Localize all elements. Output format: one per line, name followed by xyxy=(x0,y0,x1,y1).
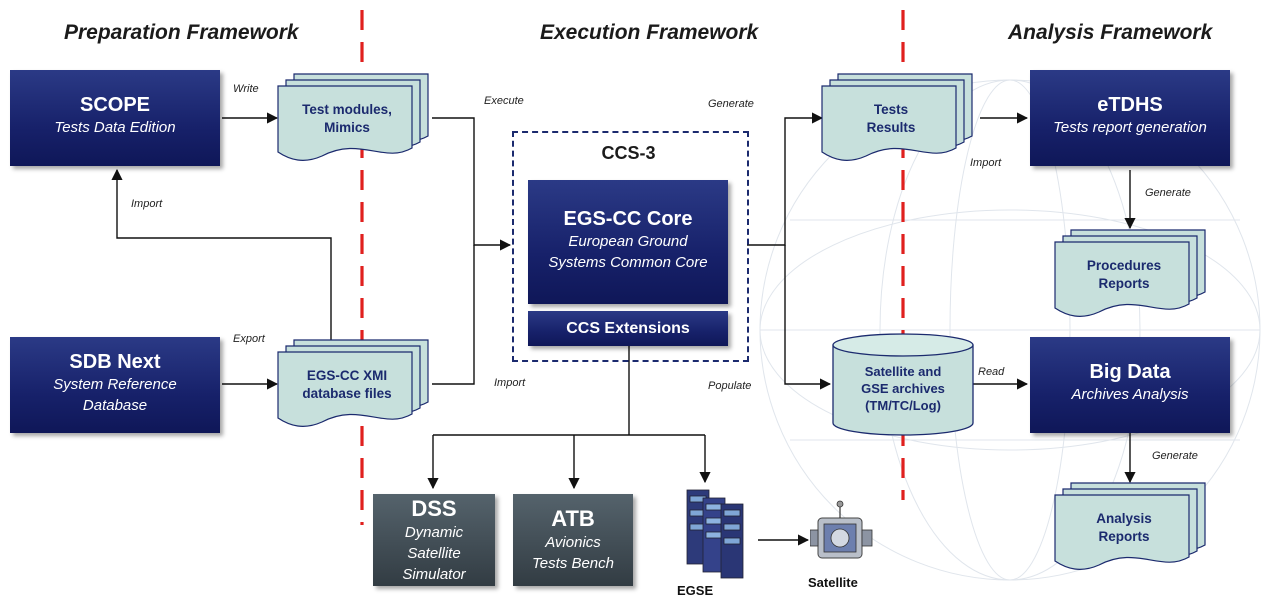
etdhs-subtitle: Tests report generation xyxy=(1053,119,1207,136)
analysis-reports-line-2: Reports xyxy=(1098,529,1150,544)
dss-title: DSS xyxy=(411,496,457,521)
dss-box: DSS Dynamic Satellite Simulator xyxy=(373,494,495,586)
egs-cc-core-title: EGS-CC Core xyxy=(563,208,693,230)
scope-box: SCOPE Tests Data Edition xyxy=(10,70,220,166)
procedures-reports-line-1: Procedures xyxy=(1086,258,1162,273)
sdb-next-title: SDB Next xyxy=(69,351,161,373)
big-data-subtitle: Archives Analysis xyxy=(1071,386,1189,403)
document-stack-icon xyxy=(1054,482,1206,570)
archives-line-1: Satellite and xyxy=(864,364,942,379)
atb-subtitle-2: Tests Bench xyxy=(532,555,614,572)
write-label: Write xyxy=(233,83,259,95)
egs-cc-core-box: EGS-CC Core European Ground Systems Comm… xyxy=(528,180,728,304)
ccs3-container xyxy=(512,131,749,362)
document-stack-icon xyxy=(277,339,429,427)
generate-procedures-label: Generate xyxy=(1145,187,1191,199)
atb-title: ATB xyxy=(551,506,595,531)
test-modules-doc: Test modules, Mimics xyxy=(277,73,429,161)
dss-subtitle-2: Satellite xyxy=(407,545,461,562)
xmi-files-line-2: database files xyxy=(302,386,392,401)
test-modules-line-1: Test modules, xyxy=(302,102,392,117)
import-scope-label: Import xyxy=(131,198,163,210)
preparation-framework-title: Preparation Framework xyxy=(64,21,299,44)
sdb-next-subtitle-2: Database xyxy=(82,397,148,414)
execution-framework-title: Execution Framework xyxy=(540,21,759,44)
scope-subtitle: Tests Data Edition xyxy=(54,119,176,136)
big-data-box: Big Data Archives Analysis xyxy=(1030,337,1230,433)
generate-analysis-label: Generate xyxy=(1152,450,1198,462)
satellite-label: Satellite xyxy=(808,575,858,590)
read-label: Read xyxy=(978,366,1005,378)
big-data-title: Big Data xyxy=(1089,361,1171,383)
egs-cc-core-subtitle-2: Systems Common Core xyxy=(548,254,708,271)
dss-subtitle-1: Dynamic xyxy=(404,524,464,541)
document-stack-icon xyxy=(1054,229,1206,317)
satellite-icon xyxy=(810,500,873,559)
database-cylinder-icon xyxy=(832,333,974,436)
egs-cc-core-subtitle-1: European Ground xyxy=(568,233,688,250)
atb-box: ATB Avionics Tests Bench xyxy=(513,494,633,586)
document-stack-icon xyxy=(821,73,973,161)
populate-label: Populate xyxy=(708,380,752,392)
tests-results-line-1: Tests xyxy=(873,102,909,117)
archives-line-2: GSE archives xyxy=(861,381,945,396)
dss-subtitle-3: Simulator xyxy=(402,566,466,583)
ccs-extensions-box: CCS Extensions xyxy=(528,311,728,346)
egse-label: EGSE xyxy=(677,583,714,598)
archives-database: Satellite and GSE archives (TM/TC/Log) xyxy=(832,333,974,437)
import-xmi-label: Import xyxy=(494,377,526,389)
xmi-files-line-1: EGS-CC XMI xyxy=(306,368,388,383)
egse-rack-icon xyxy=(686,489,744,579)
export-label: Export xyxy=(233,333,265,345)
procedures-reports-line-2: Reports xyxy=(1098,276,1150,291)
tests-results-line-2: Results xyxy=(866,120,916,135)
generate-results-label: Generate xyxy=(708,98,754,110)
execute-label: Execute xyxy=(484,95,524,107)
ccs-extensions-title: CCS Extensions xyxy=(566,320,690,337)
ccs3-label: CCS-3 xyxy=(601,143,656,163)
archives-line-3: (TM/TC/Log) xyxy=(865,398,941,413)
scope-title: SCOPE xyxy=(79,94,151,116)
import-etdhs-label: Import xyxy=(970,157,1002,169)
sdb-next-subtitle-1: System Reference xyxy=(53,376,177,393)
analysis-reports-line-1: Analysis xyxy=(1096,511,1152,526)
test-modules-line-2: Mimics xyxy=(324,120,370,135)
xmi-files-doc: EGS-CC XMI database files xyxy=(277,339,429,427)
atb-subtitle-1: Avionics xyxy=(545,534,601,551)
etdhs-title: eTDHS xyxy=(1097,94,1163,116)
analysis-framework-title: Analysis Framework xyxy=(1008,21,1213,44)
sdb-next-box: SDB Next System Reference Database xyxy=(10,337,220,433)
document-stack-icon xyxy=(277,73,429,161)
etdhs-box: eTDHS Tests report generation xyxy=(1030,70,1230,166)
